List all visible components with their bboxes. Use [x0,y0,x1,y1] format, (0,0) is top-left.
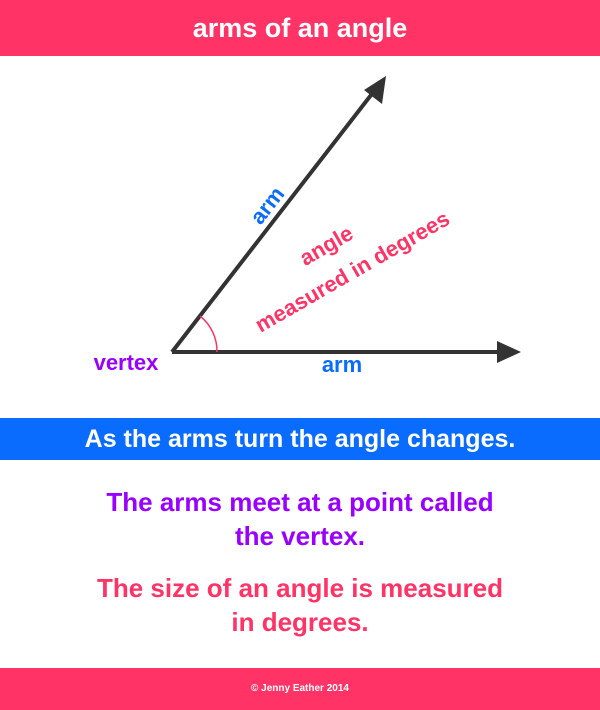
degrees-text-line2: in degrees. [231,607,369,637]
upper-arm [170,84,380,354]
vertex-label: vertex [94,350,160,375]
title-bar: arms of an angle [0,0,600,56]
angle-diagram: arm arm angle measured in degrees vertex [94,76,521,377]
upper-arm-label: arm [245,182,290,229]
angle-arc [199,315,218,353]
degrees-text: The size of an angle is measured in degr… [0,571,600,639]
degrees-text-line1: The size of an angle is measured [96,573,504,603]
vertex-text-line2: the vertex. [234,521,366,551]
vertex-text-line1: The arms meet at a point called [106,487,494,517]
vertex-text: The arms meet at a point called the vert… [0,485,600,553]
lower-arrowhead-icon [497,341,521,363]
upper-arrowhead-icon [364,76,386,104]
banner: As the arms turn the angle changes. [0,418,600,460]
lower-arm-label: arm [322,352,362,377]
angle-sublabel: measured in degrees [251,206,454,338]
footer: © Jenny Eather 2014 [0,668,600,710]
